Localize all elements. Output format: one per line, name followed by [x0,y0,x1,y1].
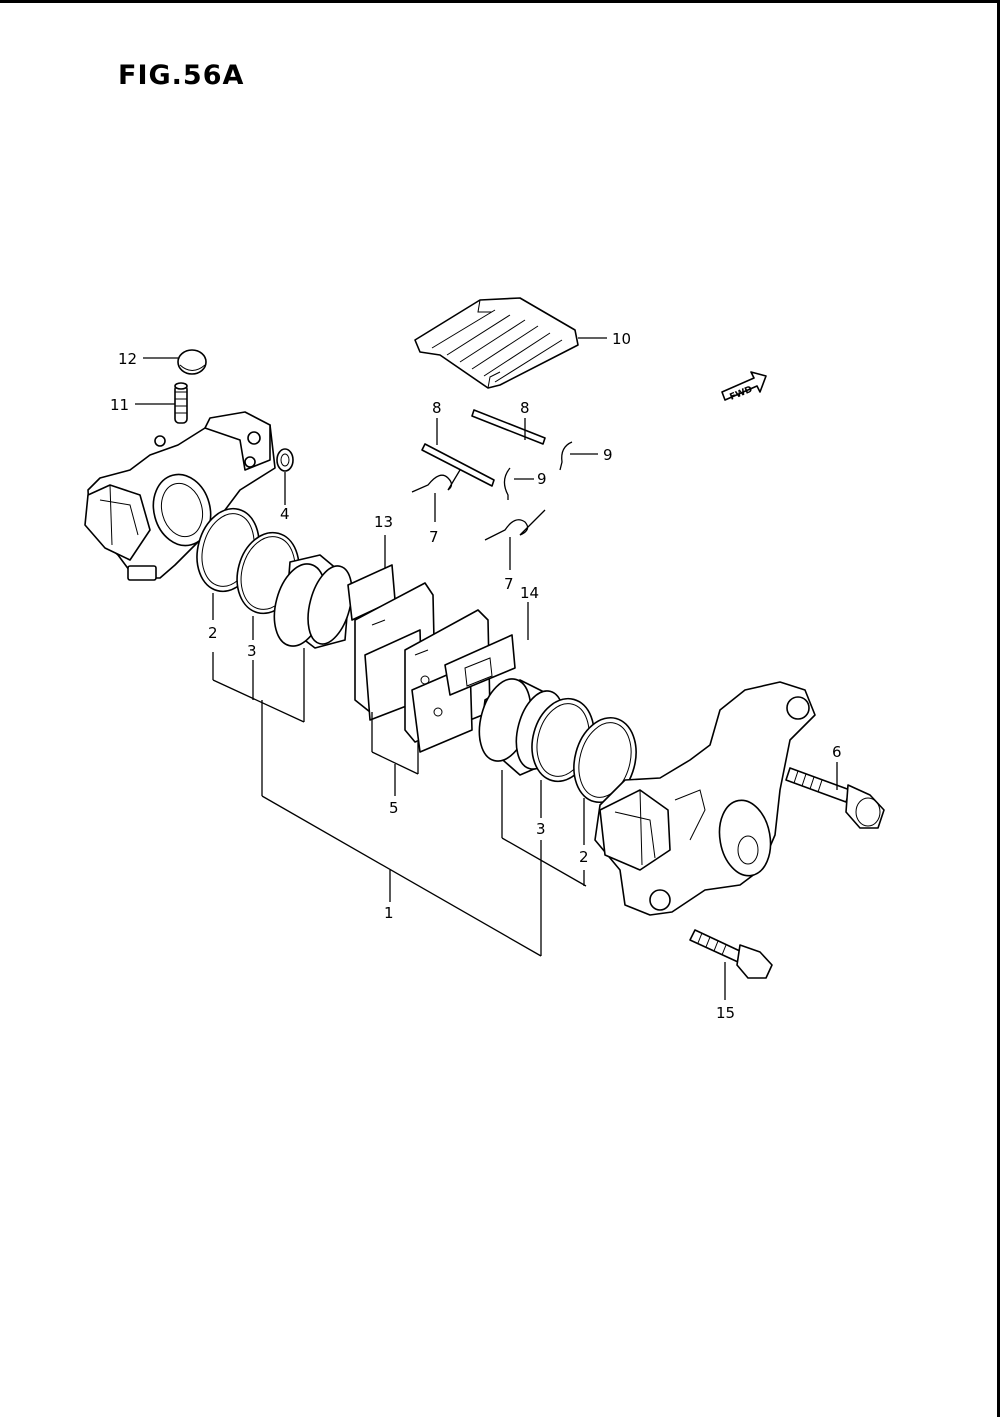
part-8-pins [421,409,546,487]
callout-5: 5 [389,799,399,817]
fwd-direction-arrow: FWD [721,371,767,403]
part-11-bleeder-valve [174,382,188,424]
callout-10: 10 [612,330,631,348]
callout-8b: 8 [520,399,530,417]
callout-12: 12 [118,350,137,368]
callout-2a: 2 [208,624,218,642]
callout-7b: 7 [504,575,514,593]
part-7-springs [411,469,546,541]
right-border [997,0,1000,1417]
callout-labels: 12 11 4 10 8 8 9 9 7 7 13 14 2 3 5 6 3 2… [110,330,842,1022]
top-border [0,0,1000,3]
leader-lines [135,337,838,1000]
callout-15: 15 [716,1004,735,1022]
callout-7a: 7 [429,528,439,546]
callout-8a: 8 [432,399,442,417]
callout-3a: 3 [247,642,257,660]
part-4-washer [276,448,294,472]
callout-1: 1 [384,904,394,922]
callout-4: 4 [280,505,290,523]
callout-6: 6 [832,743,842,761]
part-9-clips [503,441,573,500]
right-caliper-half [594,681,816,916]
left-caliper-half [84,411,276,581]
callout-11: 11 [110,396,129,414]
callout-9a: 9 [603,446,613,464]
callout-3b: 3 [536,820,546,838]
left-seals-and-piston [196,507,353,649]
callout-14: 14 [520,584,539,602]
right-seals-and-piston [478,678,637,804]
part-10-pad-cover [414,297,579,389]
part-12-cap [177,349,207,375]
brake-pads-and-shims [347,564,516,753]
figure-title: FIG.56A [118,60,245,91]
part-15-bolt [689,929,773,979]
callout-9b: 9 [537,470,547,488]
part-6-bolt [785,767,885,829]
callout-13: 13 [374,513,393,531]
callout-2b: 2 [579,848,589,866]
